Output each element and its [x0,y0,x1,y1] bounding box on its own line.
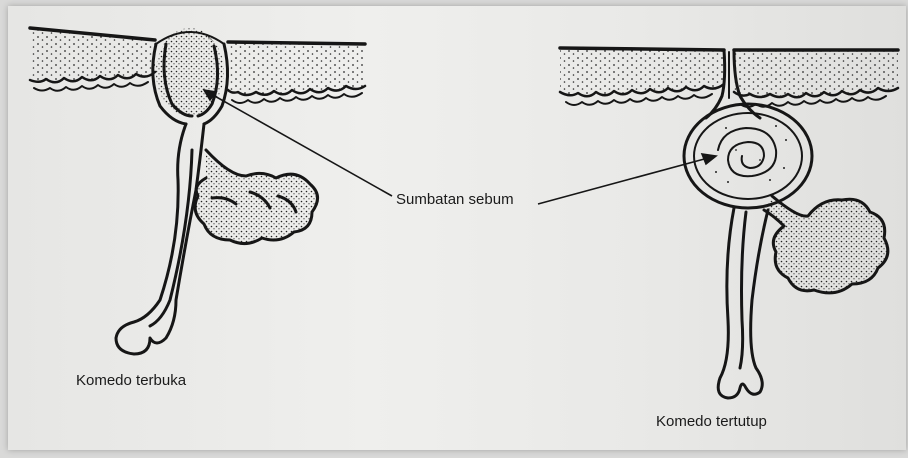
closed-comedo-illustration [560,48,898,398]
open-comedo-illustration [30,28,365,354]
open-sebaceous-gland [195,150,317,244]
pointer-line-closed [538,158,708,204]
pointer-arrowhead-closed [702,154,716,164]
closed-skin-layer-left [560,48,724,105]
closed-sebaceous-gland [764,196,888,293]
open-follicle [153,28,228,124]
closed-hair-duct [718,208,768,398]
label-closed-comedo: Komedo tertutup [656,413,767,430]
skin-layer-right [228,42,365,103]
closed-skin-layer-right [734,50,898,107]
skin-layer-left [30,28,155,91]
label-open-comedo: Komedo terbuka [76,372,186,389]
open-hair-duct [116,124,204,354]
label-sebum-plug: Sumbatan sebum [396,191,514,208]
